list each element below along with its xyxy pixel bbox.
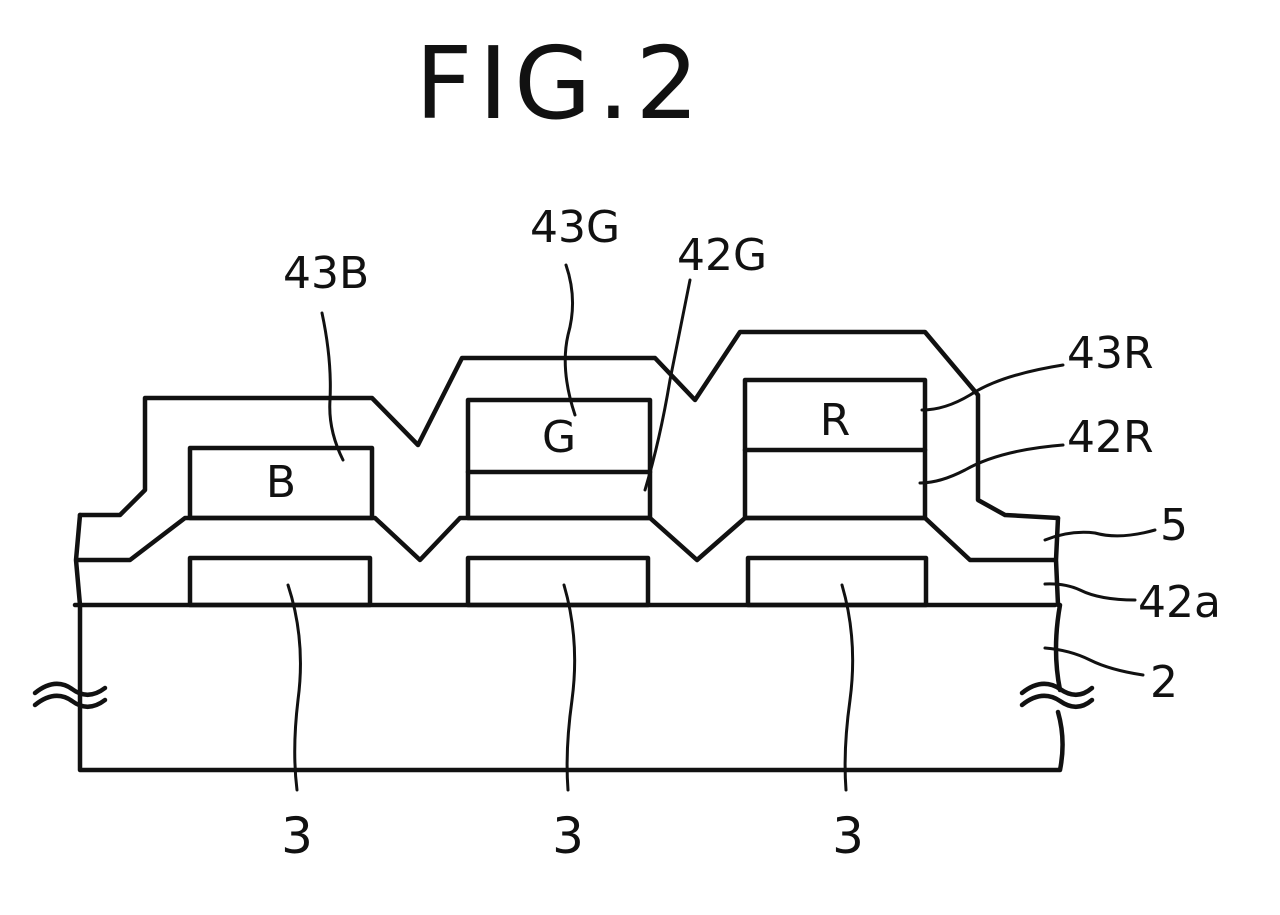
leader-3-middle (564, 585, 575, 790)
label-43R: 43R (1067, 328, 1154, 379)
leader-43B (322, 313, 343, 460)
leader-43R (922, 365, 1063, 410)
filter-green-label: G (542, 412, 576, 463)
label-42a: 42a (1138, 577, 1221, 628)
label-3-right: 3 (832, 807, 864, 865)
leader-2 (1045, 648, 1143, 675)
electrode-1 (190, 558, 370, 605)
filter-red-label: R (820, 395, 851, 446)
leader-3-left (288, 585, 300, 790)
layer-42a-right-edge (1056, 518, 1058, 605)
label-2: 2 (1150, 657, 1178, 708)
label-42G: 42G (677, 230, 767, 281)
label-43G: 43G (530, 202, 620, 253)
leader-5 (1045, 530, 1155, 540)
label-43B: 43B (283, 248, 369, 299)
electrode-3 (748, 558, 926, 605)
label-42R: 42R (1067, 412, 1154, 463)
break-mark-left (35, 684, 105, 707)
label-3-middle: 3 (552, 807, 584, 865)
leader-43G (565, 265, 575, 415)
label-5: 5 (1160, 500, 1188, 551)
label-3-left: 3 (281, 807, 313, 865)
electrode-2 (468, 558, 648, 605)
leader-42R (920, 445, 1063, 483)
leader-3-right (842, 585, 853, 790)
filter-blue-label: B (266, 457, 296, 508)
break-mark-right (1022, 684, 1092, 707)
figure-title: FIG.2 (415, 25, 705, 142)
layer-42a (78, 518, 1055, 560)
